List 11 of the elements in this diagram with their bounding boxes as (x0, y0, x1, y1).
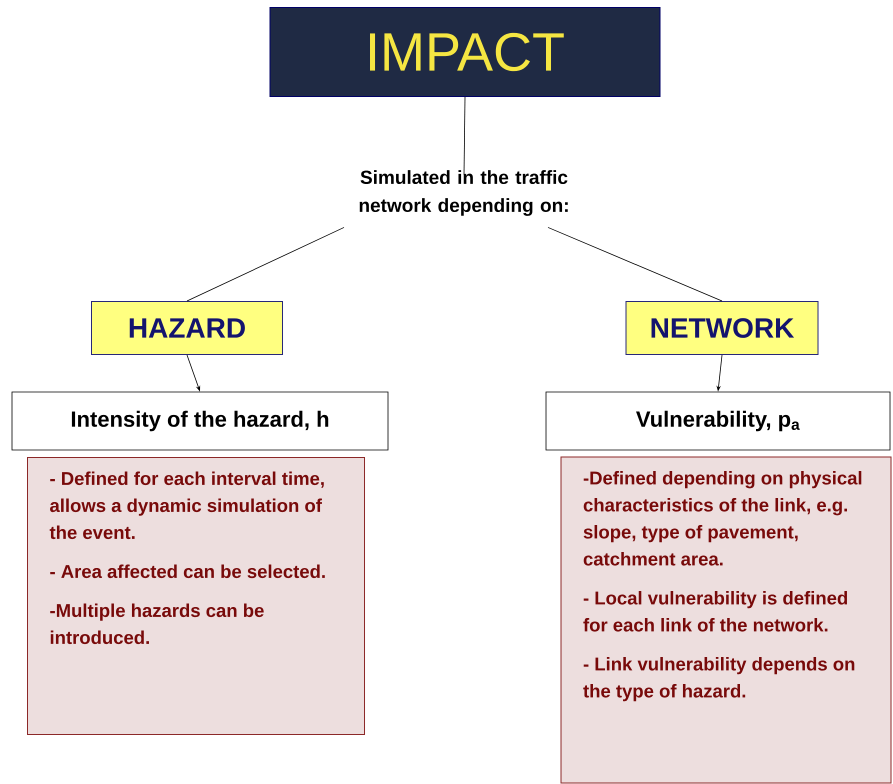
note-box: - Defined for each interval time, allows a dynamic simulation of the event. - Area affected can be selected. -Multiple hazards can be introduced. (27, 457, 365, 735)
category-box: NETWORK (626, 301, 818, 355)
result-box: Vulnerability, p$_{a}$ (546, 392, 890, 450)
category-box: HAZARD (91, 301, 283, 355)
connector-line (548, 227, 722, 302)
result-box: Intensity of the hazard, h (12, 392, 388, 450)
description-text: Simulated in the traffic network depending on: (360, 170, 568, 216)
connector-line (186, 227, 344, 302)
connector-line (464, 96, 466, 175)
title-box: IMPACT (270, 7, 660, 97)
note-box: -Defined depending on physical characteristics of the link, e.g. slope, type of pavement, catchment area. - Local vulnerability is defined for each link of the network. - Link vulnerability depends on the type of hazard. (560, 456, 892, 784)
